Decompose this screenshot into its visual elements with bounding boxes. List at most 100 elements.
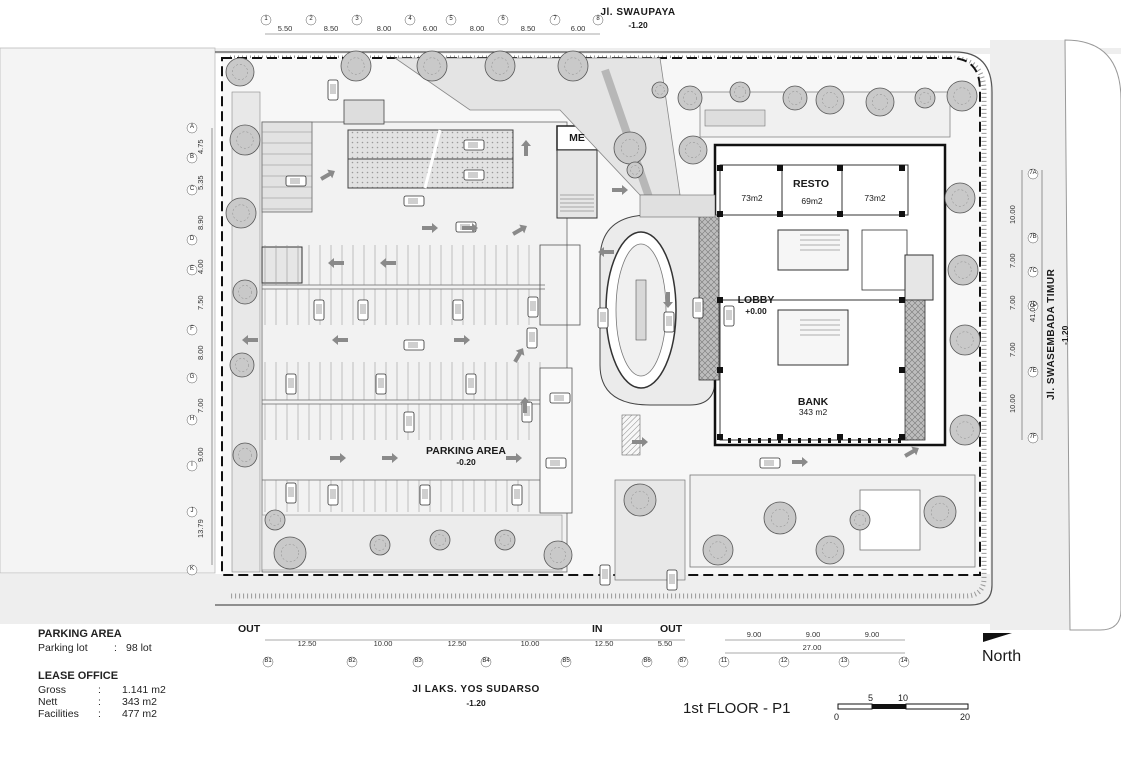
column-marker (777, 211, 783, 217)
top-grid-bubble (351, 14, 363, 26)
arrow-icon (332, 335, 348, 345)
left-grid-bubble-label: K (189, 566, 194, 572)
building-columns (717, 165, 905, 443)
tree-icon (273, 536, 307, 570)
resto-area-3: 73m2 (864, 193, 886, 203)
column-marker (717, 211, 723, 217)
right-grid-bubble-label: 7E (1029, 368, 1037, 374)
bottom-grid-bubble-label: B6 (643, 658, 651, 664)
legend-facilities-label: Facilities (38, 708, 79, 720)
left-grid-bubble-label: J (190, 508, 194, 514)
tree-icon (494, 529, 516, 551)
left-dim-7: 7.00 (196, 398, 205, 413)
stair-core-west (261, 246, 303, 284)
top-grid-bubble (305, 14, 317, 26)
tree-icon (729, 81, 751, 103)
bottom-grid-bubble-label: B7 (679, 658, 687, 664)
core-lower (777, 309, 849, 366)
tree-icon (340, 50, 372, 82)
top-grid-bubble-label: 6 (501, 16, 505, 22)
tree-icon (613, 131, 647, 165)
left-dim-1: 4.75 (196, 139, 205, 154)
tree-icon (815, 85, 845, 115)
southwest-garden (261, 514, 563, 571)
me-room-label: ME (569, 132, 585, 144)
arrow-icon (454, 335, 470, 345)
right-grid-bubble (1027, 168, 1039, 180)
arrow-icon (506, 453, 522, 463)
left-grid-bubble (186, 122, 198, 134)
left-grid-bubble (186, 506, 198, 518)
left-grid-bubble (186, 564, 198, 576)
right-grid-bubble (1027, 232, 1039, 244)
left-grid-bubble-label: A (189, 124, 194, 130)
left-grid-bubble (186, 324, 198, 336)
bottom-grid-bubble (262, 656, 274, 668)
right-dim-5: 10.00 (1008, 394, 1017, 413)
arrow-icon (598, 247, 614, 257)
right-dim-1: 10.00 (1008, 205, 1017, 224)
tree-icon (651, 81, 669, 99)
arrow-icon (792, 457, 808, 467)
right-grid-bubble (1027, 266, 1039, 278)
top-grid-bubble (445, 14, 457, 26)
west-neighbor (0, 47, 216, 574)
arrow-icon (513, 348, 525, 363)
column-marker (777, 434, 783, 440)
top-grid-bubble-label: 1 (264, 16, 268, 22)
left-grid-bubble (186, 414, 198, 426)
left-dim-8: 9.00 (196, 447, 205, 462)
bottom-dim-4: 10.00 (520, 639, 540, 648)
top-grid-bubble (404, 14, 416, 26)
arrow-icon (380, 258, 396, 268)
top-dim-7: 6.00 (570, 24, 586, 33)
legend-parking-lot-label: Parking lot (38, 642, 88, 654)
bottom-grid-right-bubble (838, 656, 850, 668)
stair-core-north (556, 149, 598, 219)
bottom-grid-bubble (480, 656, 492, 668)
top-dim-5: 8.00 (469, 24, 485, 33)
tree-icon (949, 414, 981, 446)
bank-area: 343 m2 (798, 407, 828, 417)
legend-parking-title: PARKING AREA (38, 628, 122, 640)
scale-tick-20: 20 (960, 712, 971, 722)
guard-post (621, 414, 641, 456)
bottom-grid-right-bubble-label: 12 (780, 658, 788, 664)
bottom-grid-bubble (641, 656, 653, 668)
arrow-icon (632, 437, 648, 447)
bottom-dim-total: 27.00 (802, 643, 822, 652)
north-street-name: Jl. SWAUPAYA (600, 7, 676, 18)
east-street-elevation: -1.20 (1060, 325, 1070, 345)
column-marker (717, 297, 723, 303)
tree-icon (484, 50, 516, 82)
bottom-grid-right-bubble (778, 656, 790, 668)
bottom-grid-right-bubble-label: 13 (840, 658, 848, 664)
cars (285, 79, 781, 591)
arrow-icon (328, 258, 344, 268)
legend-nett-colon: : (98, 696, 101, 708)
tree-icon (232, 279, 258, 305)
bottom-grid-bubble (346, 656, 358, 668)
right-dim-2: 7.00 (1008, 253, 1017, 268)
legend-parking: PARKING AREA Parking lot : 98 lot (38, 628, 152, 654)
resto-area-1: 73m2 (741, 193, 763, 203)
bottom-grid-bubble-label: B2 (348, 658, 356, 664)
trees (225, 50, 981, 570)
bottom-grid-right-bubble-label: 14 (900, 658, 908, 664)
tree-icon (623, 483, 657, 517)
column-marker (717, 165, 723, 171)
bottom-grid-bubble-label: B5 (562, 658, 570, 664)
arrow-icon (462, 223, 478, 233)
bottom-grid-right-bubble (898, 656, 910, 668)
left-grid-bubble (186, 264, 198, 276)
tree-icon (225, 57, 255, 87)
right-dim-3: 7.00 (1008, 295, 1017, 310)
left-grid-bubble (186, 152, 198, 164)
left-grid-bubble (186, 372, 198, 384)
top-grid-bubble-label: 7 (553, 16, 557, 22)
tree-icon (229, 352, 255, 378)
tree-icon (865, 87, 895, 117)
bottom-grid-right-bubble-label: 11 (720, 658, 728, 664)
dimension-lines (211, 33, 1043, 654)
